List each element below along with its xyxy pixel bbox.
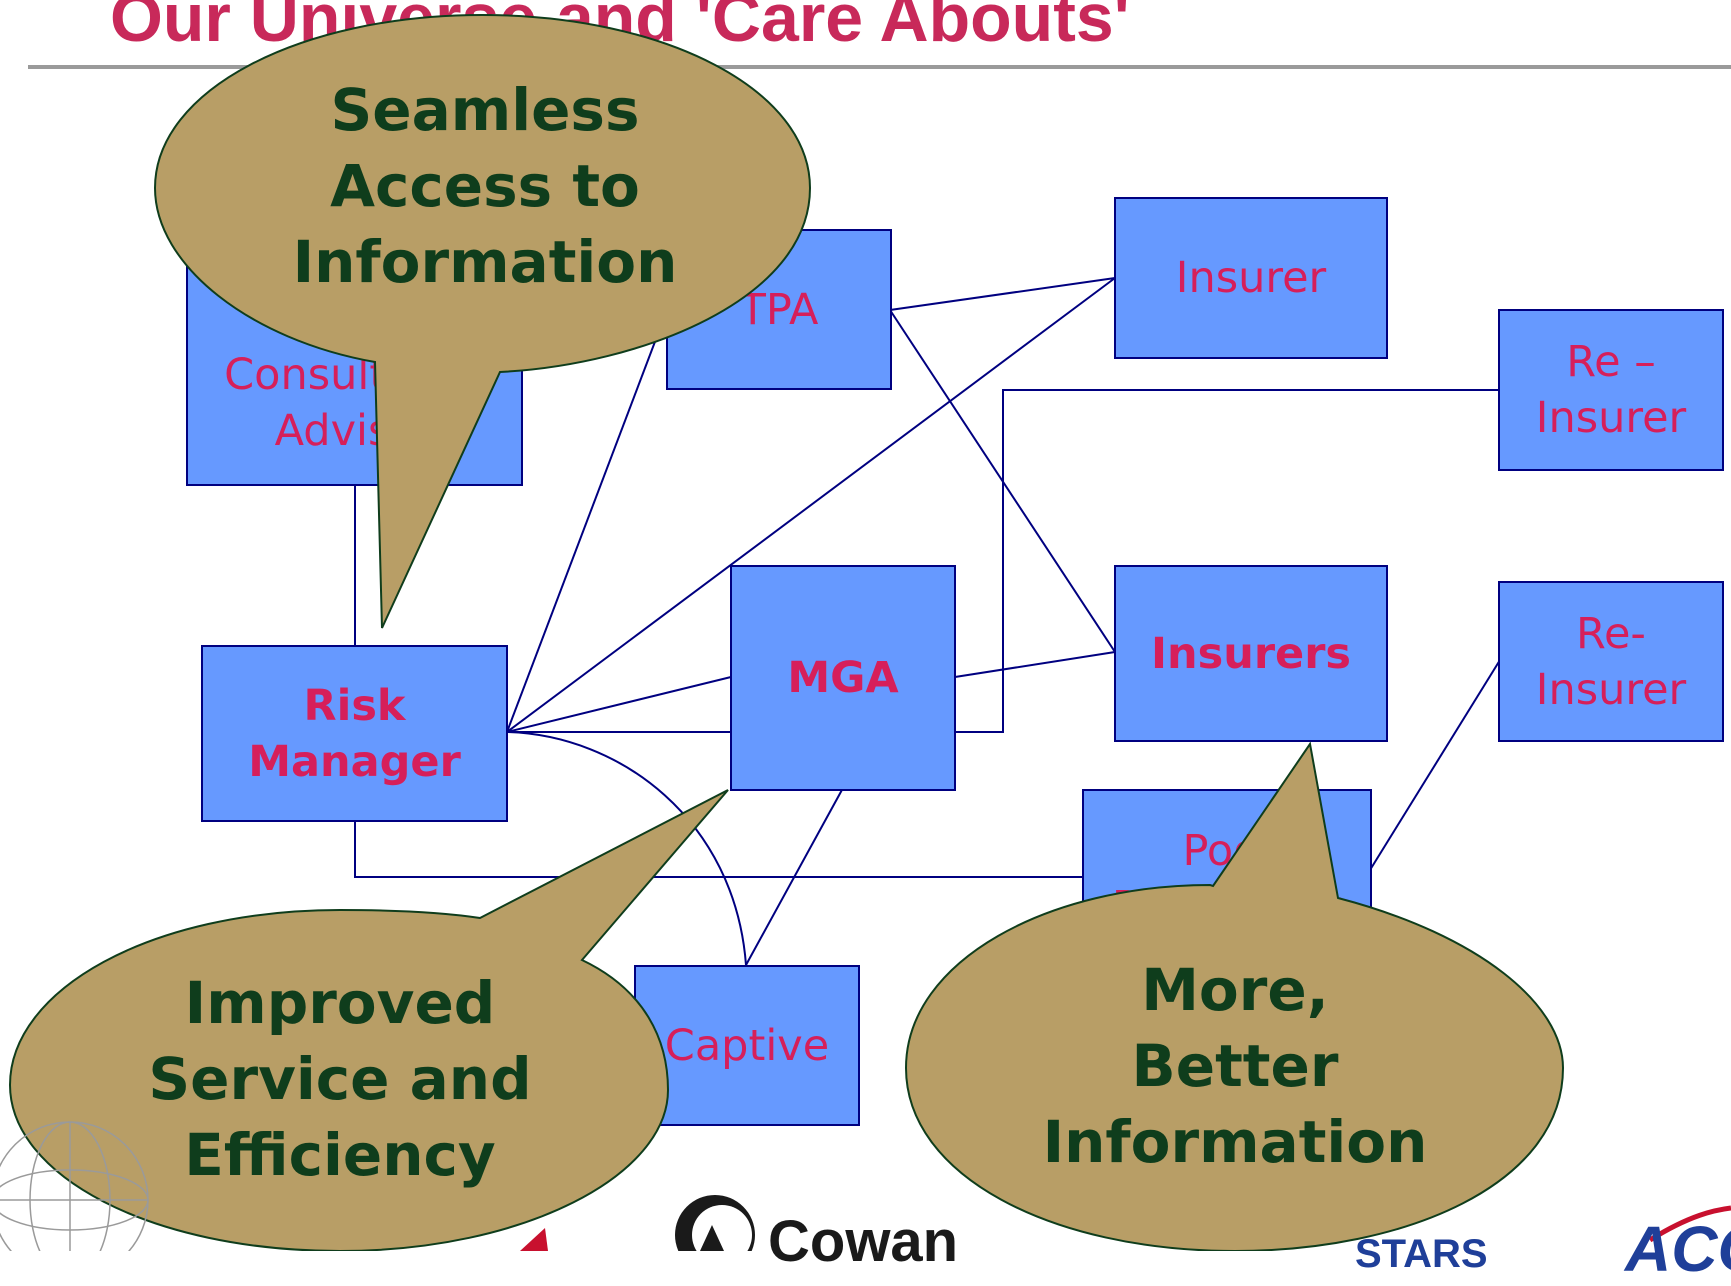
node-risk-manager: Risk Manager bbox=[201, 645, 508, 822]
node-insurers: Insurers bbox=[1114, 565, 1388, 742]
connector-lines bbox=[354, 277, 1501, 966]
line-pool-reinsurer bbox=[1369, 659, 1501, 871]
line-risk-pool bbox=[354, 820, 1083, 878]
cowan-logo-text: Cowan bbox=[768, 1209, 959, 1274]
callout-bubbles bbox=[8, 13, 1565, 1251]
line-mga-captive bbox=[745, 787, 844, 966]
node-insurer: Insurer bbox=[1114, 197, 1388, 359]
aco-swoosh-icon bbox=[1648, 1205, 1731, 1243]
line-tpa-insurer bbox=[889, 277, 1116, 311]
callout-access-shape bbox=[153, 13, 812, 629]
node-reinsurer-bottom-label: Re- Insurer bbox=[1535, 608, 1687, 715]
node-captive-label: Captive bbox=[664, 1020, 830, 1071]
node-reinsurer-top: Re – Insurer bbox=[1498, 309, 1724, 471]
logo-strip bbox=[0, 1121, 1731, 1251]
globe-icon bbox=[0, 1121, 149, 1251]
title-rule bbox=[28, 65, 1731, 69]
cowan-leaf-icon bbox=[675, 1195, 755, 1251]
line-risk-mga bbox=[506, 676, 732, 733]
callout-access-text: Seamless Access to Information bbox=[292, 76, 678, 296]
line-tpa-insurers bbox=[889, 309, 1116, 653]
node-mga: MGA bbox=[730, 565, 956, 791]
callout-information-text: More, Better Information bbox=[1042, 956, 1428, 1176]
node-reinsurer-top-label: Re – Insurer bbox=[1535, 337, 1687, 443]
callout-service-text: Improved Service and Efficiency bbox=[148, 969, 532, 1189]
stars-logo-text: STARS bbox=[1355, 1232, 1488, 1276]
red-triangle-icon bbox=[520, 1228, 548, 1251]
line-risk-insurer bbox=[506, 277, 1116, 733]
line-mga-insurers bbox=[954, 651, 1116, 678]
line-risk-tpa bbox=[506, 309, 668, 733]
node-insurers-label: Insurers bbox=[1151, 628, 1351, 679]
node-insurer-label: Insurer bbox=[1175, 253, 1327, 303]
node-reinsurer-bottom: Re- Insurer bbox=[1498, 581, 1724, 742]
callout-service-shape bbox=[8, 789, 729, 1251]
line-risk-captive bbox=[506, 731, 747, 966]
node-risk-manager-label: Risk Manager bbox=[248, 680, 461, 787]
node-tpa-label: TPA bbox=[739, 284, 819, 335]
aco-logo-text: ACO bbox=[1625, 1213, 1731, 1285]
node-mga-label: MGA bbox=[787, 653, 899, 703]
node-captive: Captive bbox=[634, 965, 860, 1126]
